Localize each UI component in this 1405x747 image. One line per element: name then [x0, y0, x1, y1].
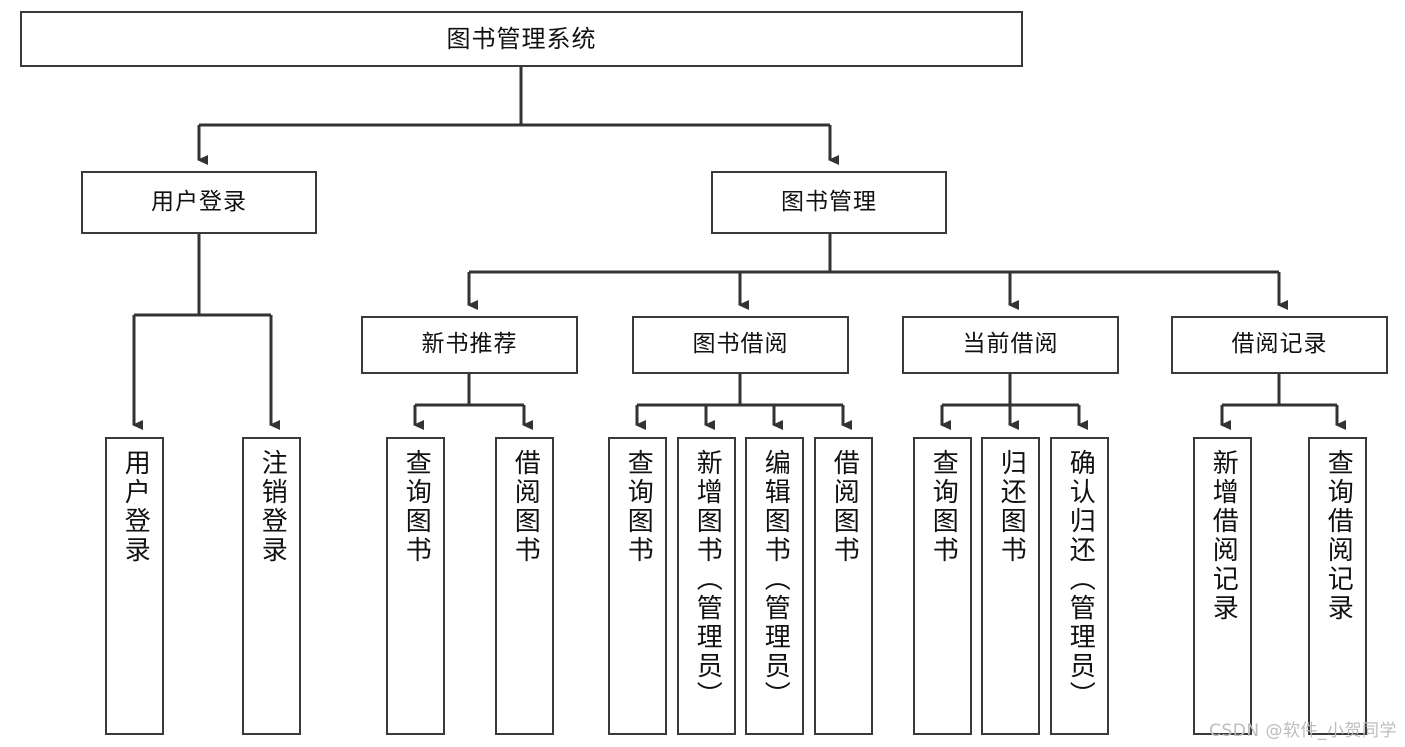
node-label: 确认归还（管理员）: [1065, 449, 1096, 710]
leaf-query-books-new[interactable]: 查询图书: [386, 437, 445, 735]
watermark: CSDN @软件_小贺同学: [1209, 721, 1397, 741]
node-label: 编辑图书（管理员）: [760, 449, 791, 710]
leaf-return-books[interactable]: 归还图书: [981, 437, 1040, 735]
leaf-add-borrow-record[interactable]: 新增借阅记录: [1193, 437, 1252, 735]
node-book-borrowing[interactable]: 图书借阅: [632, 316, 849, 374]
node-borrow-record[interactable]: 借阅记录: [1171, 316, 1388, 374]
node-label: 图书管理系统: [446, 24, 597, 53]
node-label: 查询图书: [928, 449, 959, 565]
node-label: 当前借阅: [962, 331, 1059, 358]
node-label: 新增借阅记录: [1208, 449, 1239, 623]
leaf-add-book-admin[interactable]: 新增图书（管理员）: [677, 437, 736, 735]
node-label: 用户登录: [151, 188, 247, 215]
leaf-query-borrow-record[interactable]: 查询借阅记录: [1308, 437, 1367, 735]
node-label: 归还图书: [996, 449, 1027, 565]
leaf-query-books-borrow[interactable]: 查询图书: [608, 437, 667, 735]
node-new-book-recommendation[interactable]: 新书推荐: [361, 316, 578, 374]
leaf-borrow-books-new[interactable]: 借阅图书: [495, 437, 554, 735]
node-label: 查询借阅记录: [1323, 449, 1354, 623]
node-label: 借阅记录: [1231, 331, 1328, 358]
node-current-borrowing[interactable]: 当前借阅: [902, 316, 1119, 374]
leaf-borrow-books[interactable]: 借阅图书: [814, 437, 873, 735]
leaf-edit-book-admin[interactable]: 编辑图书（管理员）: [745, 437, 804, 735]
node-label: 注销登录: [257, 449, 288, 565]
node-label: 用户登录: [120, 449, 151, 565]
node-book-management[interactable]: 图书管理: [711, 171, 947, 234]
node-label: 图书借阅: [692, 331, 789, 358]
node-label: 新书推荐: [421, 331, 518, 358]
node-label: 借阅图书: [829, 449, 860, 565]
node-label: 图书管理: [781, 188, 877, 215]
node-label: 借阅图书: [510, 449, 541, 565]
leaf-query-books-current[interactable]: 查询图书: [913, 437, 972, 735]
leaf-logout[interactable]: 注销登录: [242, 437, 301, 735]
leaf-confirm-return-admin[interactable]: 确认归还（管理员）: [1050, 437, 1109, 735]
node-label: 新增图书（管理员）: [692, 449, 723, 710]
node-user-login[interactable]: 用户登录: [81, 171, 317, 234]
node-label: 查询图书: [401, 449, 432, 565]
node-label: 查询图书: [623, 449, 654, 565]
leaf-user-login[interactable]: 用户登录: [105, 437, 164, 735]
node-root-book-management-system[interactable]: 图书管理系统: [20, 11, 1023, 67]
